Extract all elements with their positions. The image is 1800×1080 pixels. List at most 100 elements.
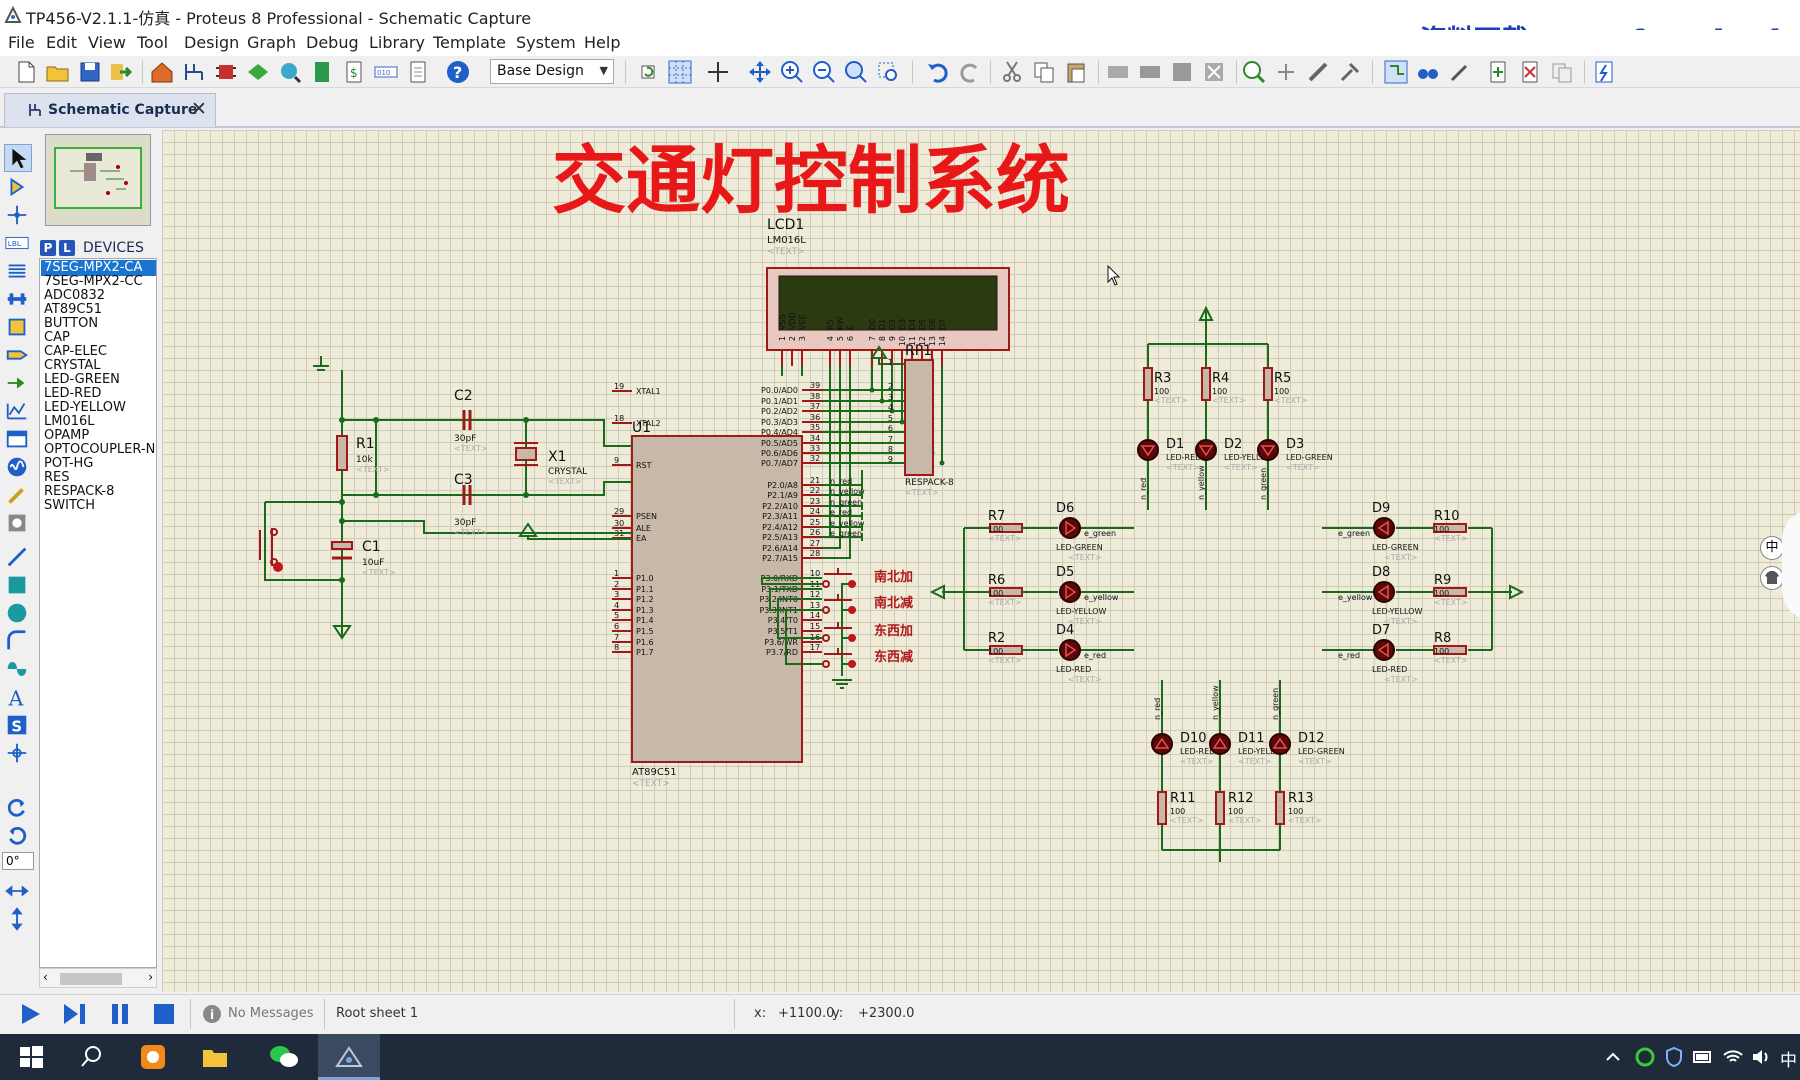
search-button[interactable] xyxy=(76,1042,106,1072)
bus-mode-icon[interactable] xyxy=(4,286,32,314)
overview-viewport[interactable] xyxy=(54,147,142,209)
junction-dot-icon[interactable] xyxy=(4,202,32,230)
library-manager-button[interactable]: L xyxy=(59,240,75,256)
rotation-angle-field[interactable]: 0° xyxy=(2,852,34,870)
box-tool-icon[interactable] xyxy=(4,572,32,600)
resistor-r1[interactable]: R1 10k <TEXT> xyxy=(336,435,390,474)
device-list-item[interactable]: OPAMP xyxy=(44,428,90,443)
tab-schematic-capture[interactable]: Schematic Capture ✕ xyxy=(4,93,216,127)
rotate-anticlockwise-icon[interactable] xyxy=(4,822,32,850)
menu-edit[interactable]: Edit xyxy=(46,33,77,52)
button-actuator[interactable] xyxy=(824,594,852,601)
device-list-item[interactable]: LM016L xyxy=(44,414,95,429)
wire-autorouter-icon[interactable] xyxy=(1382,58,1410,86)
open-folder-icon[interactable] xyxy=(44,58,72,86)
path-tool-icon[interactable] xyxy=(4,656,32,684)
step-button[interactable] xyxy=(62,1002,88,1026)
subcircuit-icon[interactable] xyxy=(4,314,32,342)
device-list-item[interactable]: BUTTON xyxy=(44,316,99,331)
origin-icon[interactable] xyxy=(704,58,732,86)
component-mode-icon[interactable] xyxy=(4,174,32,202)
menu-file[interactable]: File xyxy=(8,33,35,52)
device-list-item[interactable]: LED-YELLOW xyxy=(44,400,126,415)
taskbar-app-explorer[interactable] xyxy=(200,1042,230,1072)
pcb-icon[interactable] xyxy=(212,58,240,86)
reset-button[interactable] xyxy=(259,528,283,572)
property-tool-icon[interactable] xyxy=(1446,58,1474,86)
copy-icon[interactable] xyxy=(1030,58,1058,86)
symbol-tool-icon[interactable]: S xyxy=(4,712,32,740)
device-list-item[interactable]: ADC0832 xyxy=(44,288,106,303)
block-delete-icon[interactable] xyxy=(1200,58,1228,86)
text-tool-icon[interactable]: A xyxy=(4,684,32,712)
graph-mode-icon[interactable] xyxy=(4,398,32,426)
menu-library[interactable]: Library xyxy=(369,33,425,52)
battery-icon[interactable] xyxy=(1692,1048,1714,1066)
save-icon[interactable] xyxy=(76,58,104,86)
security-tray-icon[interactable] xyxy=(1634,1046,1656,1068)
gerber-icon[interactable] xyxy=(276,58,304,86)
tape-recorder-icon[interactable] xyxy=(4,426,32,454)
device-list-item[interactable]: CAP-ELEC xyxy=(44,344,107,359)
line-tool-icon[interactable] xyxy=(4,544,32,572)
menu-tool[interactable]: Tool xyxy=(137,33,169,52)
taskbar-app-browser[interactable] xyxy=(138,1042,168,1072)
mirror-horizontal-icon[interactable] xyxy=(4,878,32,906)
mirror-vertical-icon[interactable] xyxy=(4,906,32,934)
arc-tool-icon[interactable] xyxy=(4,628,32,656)
electrical-rule-check-icon[interactable] xyxy=(1590,58,1618,86)
packaging-icon[interactable] xyxy=(1304,58,1332,86)
cut-icon[interactable] xyxy=(998,58,1026,86)
device-list-item[interactable]: LED-RED xyxy=(44,386,102,401)
menu-system[interactable]: System xyxy=(516,33,576,52)
device-list-item[interactable]: 7SEG-MPX2-CA xyxy=(41,260,156,276)
decompose-icon[interactable] xyxy=(1336,58,1364,86)
start-button[interactable] xyxy=(16,1042,46,1072)
messages-status[interactable]: No Messages xyxy=(228,1006,314,1021)
new-sheet-icon[interactable] xyxy=(1484,58,1512,86)
shield-icon[interactable] xyxy=(1664,1046,1684,1068)
paste-icon[interactable] xyxy=(1062,58,1090,86)
pick-device-icon[interactable] xyxy=(1240,58,1268,86)
device-list-item[interactable]: LED-GREEN xyxy=(44,372,120,387)
redo-icon[interactable] xyxy=(956,58,984,86)
device-list-item[interactable]: AT89C51 xyxy=(44,302,102,317)
device-list-item[interactable]: POT-HG xyxy=(44,456,94,471)
schematic-icon[interactable] xyxy=(180,58,208,86)
source-code-icon[interactable]: 010 xyxy=(372,58,400,86)
make-device-icon[interactable] xyxy=(1272,58,1300,86)
device-list-item[interactable]: RES xyxy=(44,470,70,485)
zoom-all-icon[interactable] xyxy=(842,58,870,86)
menu-view[interactable]: View xyxy=(88,33,126,52)
delete-sheet-icon[interactable] xyxy=(1516,58,1544,86)
cost-icon[interactable]: $ xyxy=(340,58,368,86)
button-actuator[interactable] xyxy=(824,568,852,575)
home-icon[interactable] xyxy=(148,58,176,86)
menu-help[interactable]: Help xyxy=(584,33,621,52)
wire-label-icon[interactable]: LBL xyxy=(4,230,32,258)
generator-mode-icon[interactable] xyxy=(4,454,32,482)
capacitor-c2[interactable]: C2 30pF <TEXT> xyxy=(454,388,488,453)
block-move-icon[interactable] xyxy=(1136,58,1164,86)
help-icon[interactable]: ? xyxy=(444,58,472,86)
device-list-item[interactable]: RESPACK-8 xyxy=(44,484,115,499)
virtual-instruments-icon[interactable] xyxy=(4,510,32,538)
exit-to-parent-icon[interactable] xyxy=(1548,58,1576,86)
